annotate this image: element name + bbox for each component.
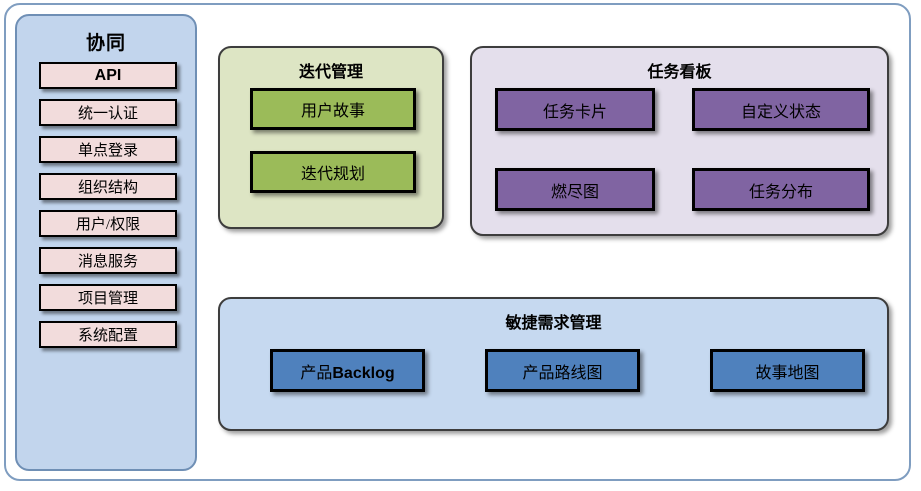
sidebar-item-label: 消息服务: [77, 254, 138, 270]
sidebar-item-list: API 统一认证 单点登录 组织结构 用户/权限 消息服务 项目管理 系统配置: [39, 62, 177, 358]
card-label: 任务卡片: [542, 103, 607, 121]
card-label: 迭代规划: [300, 166, 365, 183]
sidebar-item-label: 统一认证: [77, 106, 138, 122]
sidebar-item-label: 系统配置: [77, 328, 138, 344]
card-label: 故事地图: [755, 364, 820, 382]
sidebar-item-label: API: [94, 66, 122, 84]
card-label-latin: Backlog: [332, 364, 395, 382]
card-task-distribution[interactable]: 任务分布: [692, 168, 870, 211]
sidebar-item-single-sign-on[interactable]: 单点登录: [39, 136, 177, 163]
sidebar-item-unified-auth[interactable]: 统一认证: [39, 99, 177, 126]
sidebar-item-org-structure[interactable]: 组织结构: [39, 173, 177, 200]
card-task-card[interactable]: 任务卡片: [495, 88, 655, 131]
panel-task-board: 任务看板 任务卡片 自定义状态 燃尽图 任务分布: [470, 46, 889, 236]
card-custom-status[interactable]: 自定义状态: [692, 88, 870, 131]
card-label-cjk: 产品: [300, 364, 333, 382]
card-product-roadmap[interactable]: 产品路线图: [485, 349, 640, 392]
panel-title-task-board: 任务看板: [647, 64, 712, 81]
sidebar-item-system-config[interactable]: 系统配置: [39, 321, 177, 348]
sidebar-item-message-service[interactable]: 消息服务: [39, 247, 177, 274]
card-label: 自定义状态: [740, 103, 821, 121]
card-story-map[interactable]: 故事地图: [710, 349, 865, 392]
sidebar-item-project-management[interactable]: 项目管理: [39, 284, 177, 311]
panel-agile-requirement-management: 敏捷需求管理 产品Backlog 产品路线图 故事地图: [218, 297, 889, 431]
sidebar-item-label: 用户/权限: [75, 217, 141, 233]
panel-iteration-management: 迭代管理 用户故事 迭代规划: [218, 46, 444, 229]
card-label: 产品Backlog: [300, 359, 394, 383]
sidebar-item-api[interactable]: API: [39, 62, 177, 89]
sidebar-panel-collaboration: 协同 API 统一认证 单点登录 组织结构 用户/权限 消息服务 项目管理: [15, 14, 197, 471]
sidebar-item-label: 项目管理: [77, 291, 138, 307]
card-burndown-chart[interactable]: 燃尽图: [495, 168, 655, 211]
sidebar-item-label: 单点登录: [77, 143, 138, 159]
panel-title-iteration-management: 迭代管理: [298, 64, 363, 81]
sidebar-item-user-permission[interactable]: 用户/权限: [39, 210, 177, 237]
card-label: 任务分布: [748, 183, 813, 201]
card-user-story[interactable]: 用户故事: [250, 88, 416, 130]
card-label: 用户故事: [300, 103, 365, 120]
card-iteration-planning[interactable]: 迭代规划: [250, 151, 416, 193]
card-product-backlog[interactable]: 产品Backlog: [270, 349, 425, 392]
card-label: 燃尽图: [550, 183, 599, 201]
panel-title-agile-requirement-management: 敏捷需求管理: [505, 315, 602, 332]
card-label: 产品路线图: [522, 364, 603, 382]
sidebar-title: 协同: [85, 33, 126, 54]
sidebar-item-label: 组织结构: [77, 180, 138, 196]
